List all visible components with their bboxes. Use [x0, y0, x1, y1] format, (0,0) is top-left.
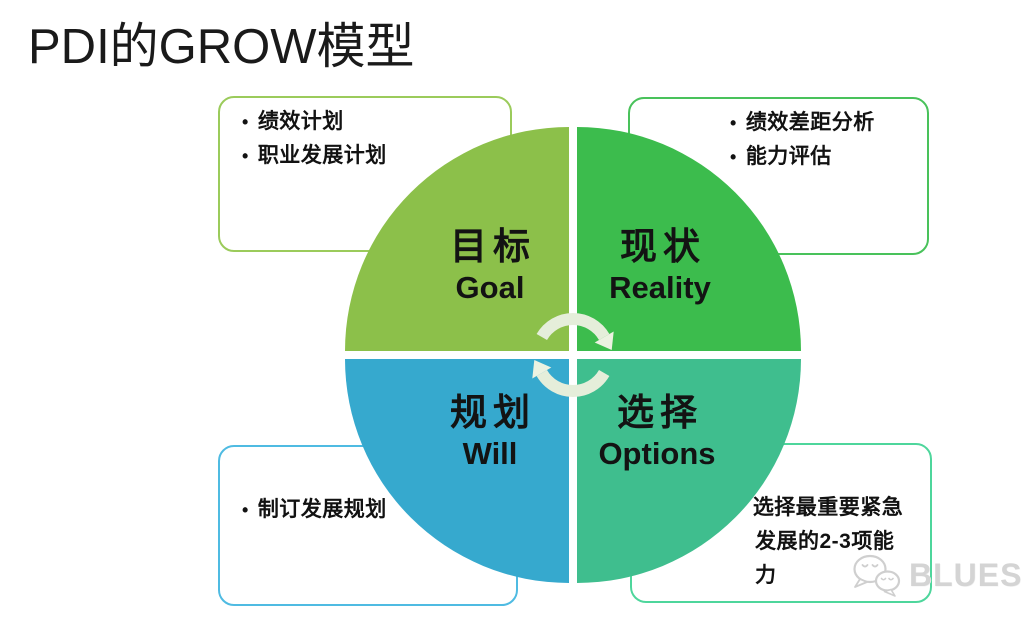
- callout-reality-list: • 绩效差距分析 • 能力评估: [730, 106, 921, 174]
- label-reality: 现状 Reality: [609, 225, 711, 307]
- callout-options-list: •选择最重要紧急发展的2-3项能力: [737, 491, 924, 593]
- label-will: 规划 Will: [450, 391, 530, 473]
- label-reality-zh: 现状: [619, 226, 706, 267]
- callout-item: • 能力评估: [730, 140, 921, 174]
- callout-item-text: 绩效差距分析: [745, 111, 875, 134]
- page-title: PDI的GROW模型: [28, 20, 415, 74]
- callout-item: •选择最重要紧急发展的2-3项能力: [737, 491, 913, 593]
- bullet-glyph: •: [242, 500, 249, 520]
- callout-goal-list: • 绩效计划 • 职业发展计划: [242, 105, 502, 173]
- watermark-text: BLUES: [909, 556, 1023, 593]
- callout-will-list: • 制订发展规划: [242, 493, 508, 527]
- bullet-glyph: •: [730, 147, 737, 167]
- bullet-glyph: •: [242, 146, 249, 166]
- callout-item: • 绩效计划: [242, 105, 502, 139]
- callout-item-text: 选择最重要紧急发展的2-3项能力: [752, 496, 904, 587]
- bullet-glyph: •: [242, 112, 249, 132]
- callout-item-text: 制订发展规划: [257, 498, 387, 521]
- label-options-zh: 选择: [616, 392, 703, 433]
- cycle-arrows-icon: [532, 312, 614, 398]
- label-options: 选择 Options: [598, 391, 715, 473]
- label-goal-en: Goal: [455, 270, 525, 305]
- bullet-glyph: •: [730, 113, 737, 133]
- label-will-en: Will: [462, 436, 518, 471]
- label-goal: 目标 Goal: [450, 225, 530, 307]
- label-will-zh: 规划: [450, 392, 536, 433]
- label-options-en: Options: [598, 436, 716, 471]
- callout-item: • 职业发展计划: [242, 139, 502, 173]
- callout-item: • 制订发展规划: [242, 493, 508, 527]
- watermark-blues: BLUES: [850, 552, 1022, 598]
- callout-item: • 绩效差距分析: [730, 106, 921, 140]
- callout-item-text: 能力评估: [745, 145, 832, 168]
- callout-item-text: 绩效计划: [257, 110, 344, 133]
- grow-circle: 目标 Goal 现状 Reality 规划 Will 选择 Options: [345, 127, 801, 583]
- callout-item-text: 职业发展计划: [257, 144, 387, 167]
- label-goal-zh: 目标: [450, 226, 536, 267]
- label-reality-en: Reality: [609, 270, 711, 305]
- wechat-icon: [853, 554, 901, 597]
